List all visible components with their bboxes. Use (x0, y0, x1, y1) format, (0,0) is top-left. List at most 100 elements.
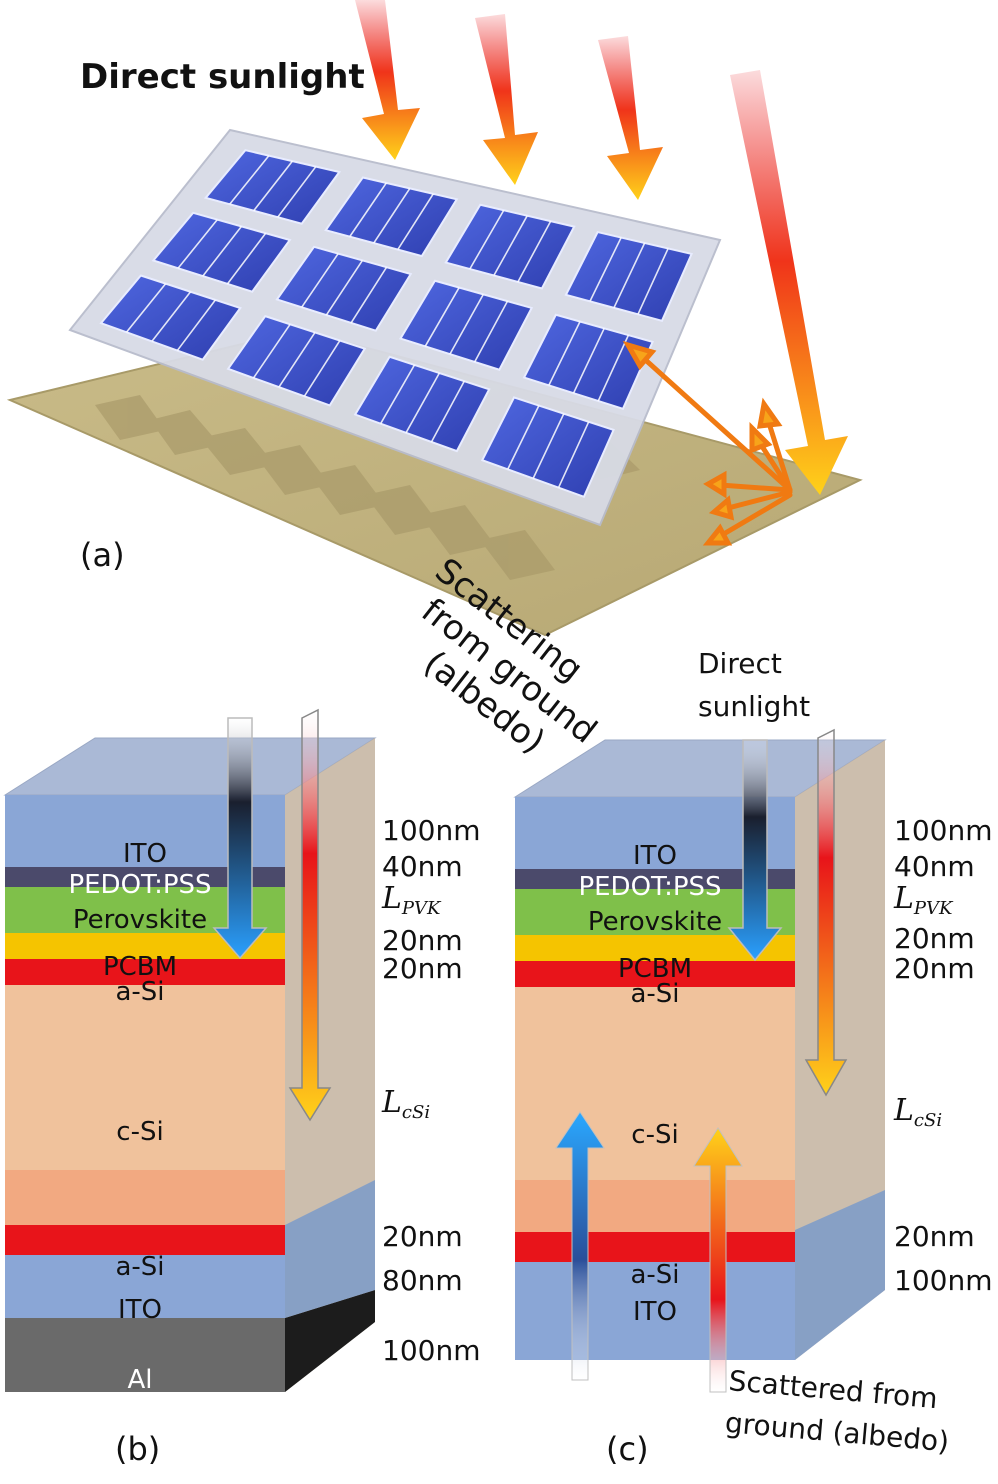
cell-busbar (548, 321, 581, 386)
direct-sunlight-c-line1: Direct (698, 647, 782, 680)
scattered-label-line2: ground (albedo) (724, 1406, 951, 1458)
label-c-pcbm: PCBM (618, 954, 692, 984)
cell-busbar (252, 323, 291, 379)
label-c-ito-bottom: ITO (633, 1297, 677, 1327)
cell-busbar (373, 187, 411, 244)
dim-b-20nm-b: 20nm (382, 952, 463, 985)
cell-busbar (517, 220, 552, 283)
panel-a-label: (a) (80, 536, 125, 574)
cell-busbar (253, 160, 294, 212)
cell-busbar (493, 215, 528, 276)
panel-b-label: (b) (115, 1430, 160, 1468)
dim-c-lpvk: LPVK (893, 881, 954, 919)
cell-busbar (637, 248, 669, 315)
cell-busbar (229, 155, 270, 205)
dim-c-20nm-a: 20nm (894, 922, 975, 955)
layer-b-csi-lower (5, 1170, 285, 1225)
label-b-asi-bottom: a-Si (115, 1252, 164, 1282)
layer-b-pedot (5, 867, 285, 887)
cell-busbar (532, 413, 565, 479)
sun-arrow-1 (355, 0, 420, 160)
label-c-ito-top: ITO (633, 841, 677, 871)
cell-busbar (379, 364, 416, 425)
cell-busbar (300, 253, 339, 308)
dim-c-20nm-c: 20nm (894, 1220, 975, 1253)
cell-busbar (506, 405, 540, 470)
cell-busbar (202, 225, 243, 277)
layer-c-asi-bottom (515, 1232, 795, 1262)
scattered-label-line1: Scattered from (727, 1364, 939, 1415)
cell-busbar (572, 327, 605, 394)
layer-b-asi-bottom (5, 1225, 285, 1255)
label-b-perovskite: Perovskite (73, 905, 207, 935)
sunlight-arrows (355, 0, 848, 495)
arrow-c-red-down (804, 728, 848, 1097)
label-c-pedot: PEDOT:PSS (578, 872, 721, 902)
layer-b-asi-top (5, 959, 285, 985)
cell-busbar (405, 372, 441, 434)
cell-busbar (449, 293, 485, 355)
layer-c-asi-top (515, 961, 795, 987)
cell-busbar (177, 219, 218, 269)
dim-c-100nm: 100nm (894, 814, 992, 847)
panel-c: ITO PEDOT:PSS Perovskite PCBM a-Si c-Si … (513, 647, 992, 1468)
dim-b-100nm: 100nm (382, 814, 480, 847)
cell-busbar (597, 334, 630, 402)
sun-arrow-3 (598, 36, 663, 200)
cell-busbar (325, 259, 364, 316)
dim-b-lcsi: LcSi (381, 1085, 430, 1123)
cell-busbar (589, 237, 622, 302)
arrow-b-red-down (288, 708, 332, 1122)
dim-b-lpvk: LPVK (381, 881, 442, 919)
panel-a: Direct sunlight Scattering from ground (… (6, 0, 863, 762)
cell-busbar (350, 266, 388, 324)
dim-b-100nm-al: 100nm (382, 1334, 480, 1367)
cell-busbar (469, 209, 505, 270)
dim-b-80nm: 80nm (382, 1264, 463, 1297)
cell-busbar (430, 380, 465, 443)
dim-c-40nm: 40nm (894, 850, 975, 883)
cell-busbar (125, 283, 167, 333)
layer-b-ito-bottom (5, 1255, 285, 1318)
cell-busbar (151, 291, 192, 342)
label-b-ito-bottom: ITO (118, 1295, 162, 1325)
sun-arrow-2 (475, 14, 538, 185)
arrow-c-blue-down (727, 739, 783, 962)
cell-busbar (277, 166, 317, 218)
layer-b-al (5, 1318, 285, 1392)
dim-b-20nm-a: 20nm (382, 924, 463, 957)
cell-busbar (349, 182, 387, 238)
cell-busbar (473, 300, 509, 363)
cell-busbar (303, 340, 341, 397)
solar-cells (99, 149, 694, 499)
sun-arrow-long (730, 70, 848, 495)
label-c-perovskite: Perovskite (588, 907, 722, 937)
dim-b-20nm-c: 20nm (382, 1220, 463, 1253)
arrow-b-blue-down (212, 717, 268, 960)
label-b-al: Al (127, 1365, 152, 1395)
cell-busbar (557, 421, 590, 488)
layer-c-ito-bottom (515, 1262, 795, 1360)
dim-c-lcsi: LcSi (893, 1093, 942, 1131)
label-b-pcbm: PCBM (103, 952, 177, 982)
label-b-csi: c-Si (116, 1117, 163, 1147)
scattered-arrows (622, 340, 793, 546)
cell-busbar (226, 232, 267, 285)
direct-sunlight-label: Direct sunlight (80, 57, 365, 97)
dim-b-40nm: 40nm (382, 850, 463, 883)
label-b-asi-top: a-Si (115, 977, 164, 1007)
cell-busbar (176, 299, 217, 352)
label-b-pedot: PEDOT:PSS (68, 870, 211, 900)
dim-c-20nm-b: 20nm (894, 952, 975, 985)
panel-c-label: (c) (606, 1430, 649, 1468)
label-c-asi-top: a-Si (630, 979, 679, 1009)
dim-c-100nm-b: 100nm (894, 1264, 992, 1297)
cell-busbar (424, 287, 460, 347)
arrow-c-yellow-up (693, 1127, 743, 1393)
cell-busbar (613, 242, 646, 309)
label-c-csi: c-Si (631, 1120, 678, 1150)
cell-busbar (278, 331, 316, 388)
layer-c-csi-lower (515, 1180, 795, 1232)
direct-sunlight-c-line2: sunlight (698, 690, 810, 723)
